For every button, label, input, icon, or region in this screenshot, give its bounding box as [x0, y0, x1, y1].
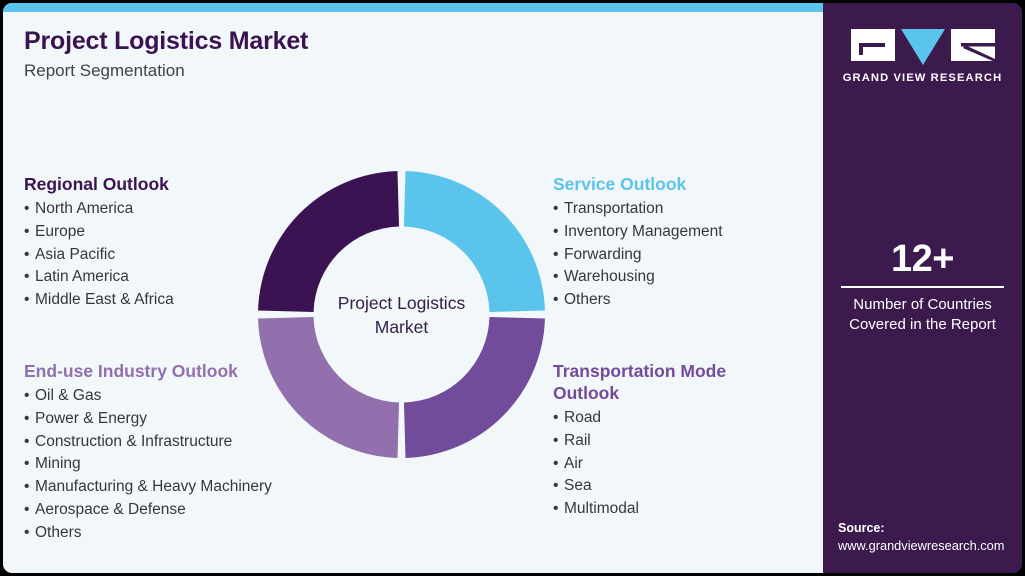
list-item: Forwarding	[553, 244, 723, 267]
donut-slice	[258, 316, 400, 458]
segment-service-outlook: Service Outlook Transportation Inventory…	[553, 173, 723, 312]
gvr-logo: GRAND VIEW RESEARCH	[823, 29, 1022, 84]
stat-divider	[841, 286, 1004, 288]
list-item: Mining	[24, 453, 272, 476]
logo-r-icon	[950, 29, 995, 61]
list-item: Warehousing	[553, 266, 723, 289]
segment-enduse-heading: End-use Industry Outlook	[24, 361, 238, 381]
list-item: Others	[24, 522, 272, 545]
list-item: North America	[24, 198, 174, 221]
segment-regional-list: North America Europe Asia Pacific Latin …	[24, 198, 174, 312]
list-item: Europe	[24, 221, 174, 244]
list-item: Sea	[553, 475, 726, 498]
donut-slice	[403, 171, 545, 313]
list-item: Latin America	[24, 266, 174, 289]
list-item: Construction & Infrastructure	[24, 431, 272, 454]
page-subtitle: Report Segmentation	[24, 61, 185, 80]
source-title: Source:	[838, 521, 885, 535]
list-item: Road	[553, 407, 726, 430]
logo-marks	[850, 29, 995, 65]
list-item: Oil & Gas	[24, 385, 272, 408]
segment-transportation-mode-outlook: Transportation Mode Outlook Road Rail Ai…	[553, 360, 726, 521]
page-title: Project Logistics Market	[24, 27, 309, 55]
list-item: Others	[553, 289, 723, 312]
donut-slice	[258, 171, 400, 313]
source-block: Source: www.grandviewresearch.com	[838, 519, 1022, 555]
segment-transport-list: Road Rail Air Sea Multimodal	[553, 407, 726, 521]
stat-block: 12+ Number of Countries Covered in the R…	[823, 238, 1022, 336]
list-item: Air	[553, 453, 726, 476]
segment-regional-outlook: Regional Outlook North America Europe As…	[24, 173, 174, 312]
donut-slice	[403, 316, 545, 458]
segment-transport-heading: Transportation Mode Outlook	[553, 361, 727, 403]
segment-regional-heading: Regional Outlook	[24, 174, 169, 194]
segment-enduse-industry-outlook: End-use Industry Outlook Oil & Gas Power…	[24, 360, 272, 545]
logo-v-icon	[900, 29, 945, 65]
list-item: Transportation	[553, 198, 723, 221]
donut-chart: Project Logistics Market	[258, 171, 545, 458]
donut-svg	[258, 171, 545, 458]
stat-label: Number of Countries Covered in the Repor…	[849, 295, 996, 334]
list-item: Inventory Management	[553, 221, 723, 244]
list-item: Aerospace & Defense	[24, 499, 272, 522]
list-item: Asia Pacific	[24, 244, 174, 267]
list-item: Manufacturing & Heavy Machinery	[24, 476, 272, 499]
brand-panel: GRAND VIEW RESEARCH 12+ Number of Countr…	[823, 3, 1022, 573]
list-item: Multimodal	[553, 498, 726, 521]
logo-g-icon	[850, 29, 895, 61]
list-item: Rail	[553, 430, 726, 453]
logo-wordmark: GRAND VIEW RESEARCH	[842, 72, 1003, 84]
source-url[interactable]: www.grandviewresearch.com	[838, 538, 1005, 553]
main-card: Project Logistics Market Report Segmenta…	[3, 3, 823, 573]
list-item: Power & Energy	[24, 408, 272, 431]
list-item: Middle East & Africa	[24, 289, 174, 312]
stat-number: 12+	[891, 238, 954, 280]
segment-service-heading: Service Outlook	[553, 174, 687, 194]
segment-enduse-list: Oil & Gas Power & Energy Construction & …	[24, 385, 272, 545]
accent-top-bar	[3, 3, 823, 12]
segment-service-list: Transportation Inventory Management Forw…	[553, 198, 723, 312]
